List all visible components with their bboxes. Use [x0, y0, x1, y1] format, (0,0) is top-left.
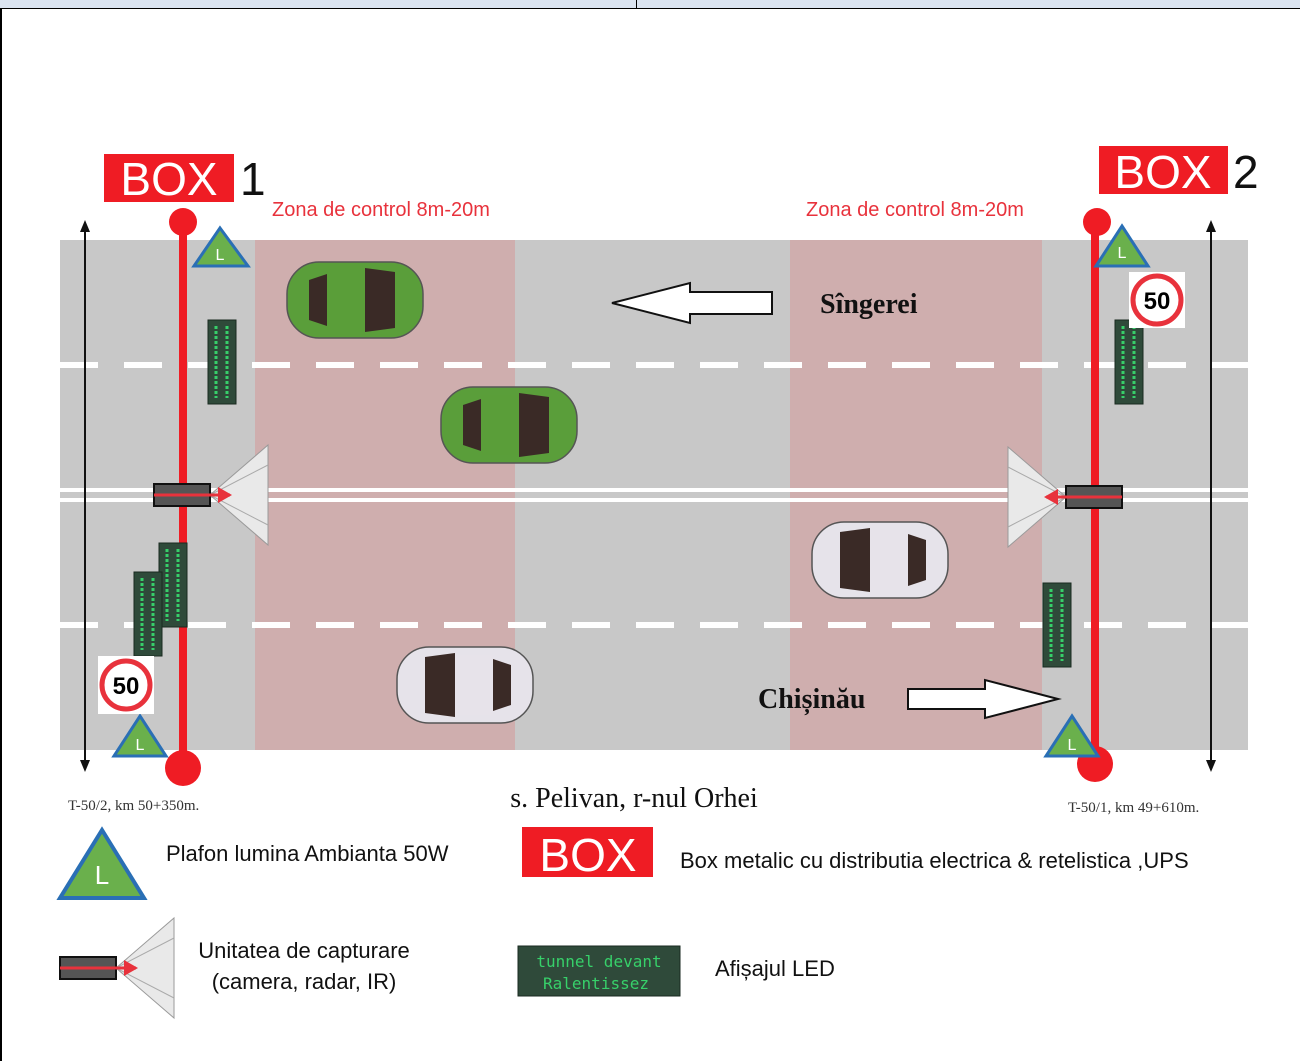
location-label: s. Pelivan, r-nul Orhei — [510, 783, 758, 814]
svg-text:L: L — [95, 860, 109, 890]
legend-lamp-label: Plafon lumina Ambianta 50W — [166, 841, 449, 866]
km-label-right: T-50/1, km 49+610m. — [1068, 800, 1199, 816]
speed-limit-sign-left: 50 — [98, 656, 154, 714]
right-dimension-line — [1206, 220, 1216, 772]
svg-text:tunnel devant: tunnel devant — [536, 952, 661, 971]
svg-text:50: 50 — [1144, 288, 1171, 315]
speed-limit-sign-right: 50 — [1129, 272, 1185, 328]
svg-text:L: L — [1118, 245, 1127, 262]
legend-box-icon: BOX — [522, 827, 653, 881]
direction-label-chisinau: Chișinău — [758, 684, 865, 715]
car-white-bottom — [396, 646, 534, 724]
legend-capture-label-2: (camera, radar, IR) — [212, 969, 397, 994]
car-white-right — [811, 521, 949, 599]
lamp-icon-right-bottom: L — [1043, 713, 1101, 758]
legend-led-label: Afișajul LED — [715, 956, 835, 981]
box-label-1: BOX 1 — [104, 153, 266, 205]
svg-text:BOX: BOX — [539, 829, 636, 881]
lamp-icon-left-bottom: L — [111, 713, 169, 758]
left-dimension-line — [80, 220, 90, 772]
lamp-icon-left-top: L — [191, 225, 251, 268]
led-sign-right-bottom — [1041, 581, 1073, 669]
control-zone-right — [790, 240, 1042, 750]
zone-label-right: Zona de control 8m-20m — [806, 199, 1024, 221]
legend-lamp-icon: L — [56, 826, 148, 900]
svg-text:L: L — [136, 737, 145, 754]
svg-text:Ralentissez: Ralentissez — [543, 974, 649, 993]
svg-text:2: 2 — [1233, 146, 1259, 198]
km-label-left: T-50/2, km 50+350m. — [68, 798, 199, 814]
lamp-icon-right-top: L — [1093, 223, 1151, 268]
led-sign-left-bottom-a — [157, 541, 189, 629]
legend-capture-label-1: Unitatea de capturare — [198, 938, 410, 963]
car-green-middle — [440, 386, 578, 464]
car-green-top — [286, 261, 424, 339]
svg-text:BOX: BOX — [120, 153, 217, 205]
legend-capture-icon — [58, 916, 176, 1020]
svg-text:BOX: BOX — [1114, 146, 1211, 198]
svg-text:1: 1 — [240, 153, 266, 205]
svg-text:50: 50 — [113, 673, 140, 700]
arrow-left-icon — [611, 281, 773, 325]
svg-text:L: L — [1068, 737, 1077, 754]
direction-label-singerei: Sîngerei — [820, 289, 918, 320]
box-label-2: BOX 2 — [1099, 146, 1259, 198]
zone-label-left: Zona de control 8m-20m — [272, 199, 490, 221]
top-table-divider — [636, 0, 637, 9]
svg-text:L: L — [216, 247, 225, 264]
led-sign-right-top — [1113, 318, 1145, 406]
legend-box-label: Box metalic cu distributia electrica & r… — [680, 848, 1189, 873]
top-table-border — [0, 0, 1300, 9]
arrow-right-icon — [907, 678, 1062, 720]
led-sign-left-top — [206, 318, 238, 406]
legend-led-display: tunnel devant Ralentissez — [517, 945, 681, 997]
led-sign-left-bottom-b — [132, 570, 164, 658]
